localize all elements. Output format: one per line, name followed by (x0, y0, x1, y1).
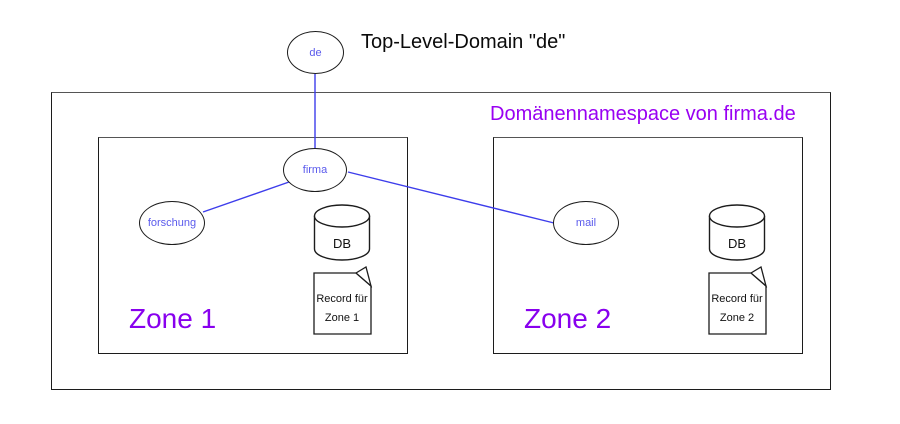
zone1-db-label: DB (333, 236, 351, 251)
zone1-rect (98, 137, 408, 354)
zone2-record-document-icon: Record für Zone 2 (708, 265, 768, 335)
zone2-record-line1: Record für (711, 293, 763, 305)
zone2-record-line2: Zone 2 (720, 312, 754, 324)
zone1-record-document-icon: Record für Zone 1 (313, 265, 373, 335)
zone2-title: Zone 2 (524, 303, 612, 334)
zone1-db-cylinder-icon: DB (313, 204, 371, 261)
node-mail: mail (553, 201, 619, 245)
zone1-title: Zone 1 (129, 303, 217, 334)
zone1-record-line2: Zone 1 (325, 312, 359, 324)
zone2-rect (493, 137, 803, 354)
zone1-record-line1: Record für (316, 293, 368, 305)
node-forschung: forschung (139, 201, 205, 245)
tld-title: Top-Level-Domain "de" (361, 31, 566, 53)
node-firma-label: firma (302, 164, 328, 176)
zone2-db-cylinder-icon: DB (708, 204, 766, 261)
node-de: de (287, 31, 344, 74)
namespace-title: Domänennamespace von firma.de (490, 103, 796, 125)
zone2-db-label: DB (728, 236, 746, 251)
node-mail-label: mail (575, 217, 597, 229)
namespace-boundary-rect (51, 92, 831, 390)
node-firma: firma (283, 148, 347, 192)
node-de-label: de (309, 46, 322, 59)
node-forschung-label: forschung (147, 217, 197, 229)
